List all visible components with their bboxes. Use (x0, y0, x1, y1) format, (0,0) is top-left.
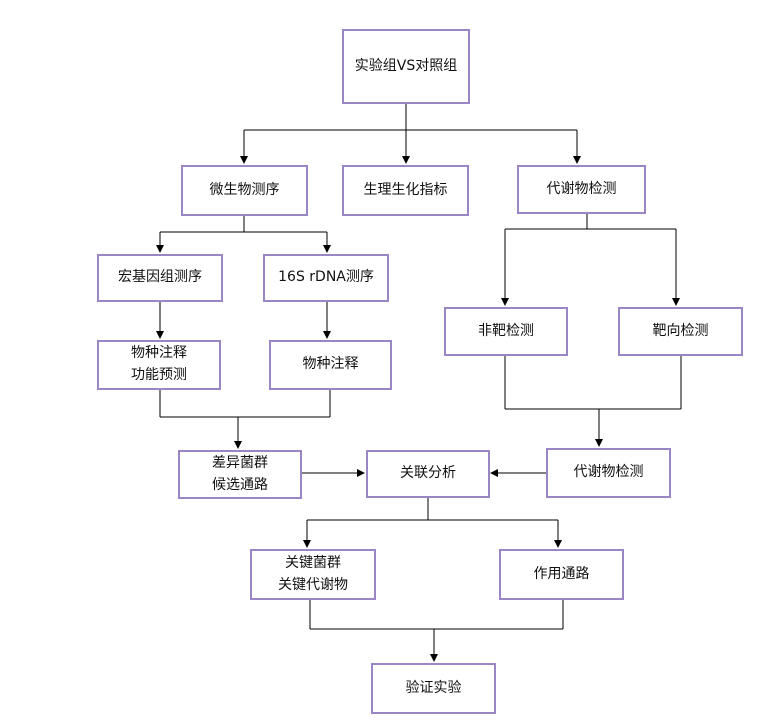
node-metab-mid-label: 代谢物检测 (573, 464, 644, 481)
node-physio: 生理生化指标 (342, 165, 469, 216)
node-untargeted: 非靶检测 (444, 307, 568, 356)
node-metab-top-label: 代谢物检测 (546, 180, 617, 197)
node-annot-func-line2: 功能预测 (131, 367, 187, 383)
node-metagenome: 宏基因组测序 (97, 254, 223, 302)
node-rdna-label: 16S rDNA测序 (278, 269, 374, 286)
node-annot-func-line1: 物种注释 (131, 345, 187, 362)
node-rdna: 16S rDNA测序 (263, 254, 389, 302)
node-assoc-label: 关联分析 (400, 465, 456, 482)
node-annot-label: 物种注释 (302, 356, 359, 373)
node-key-line2: 关键代谢物 (278, 576, 348, 593)
node-verify: 验证实验 (371, 663, 496, 714)
node-metagenome-label: 宏基因组测序 (118, 269, 202, 286)
node-pathway: 作用通路 (499, 549, 624, 600)
node-metab-mid: 代谢物检测 (546, 448, 671, 498)
node-diff: 差异菌群 候选通路 (178, 450, 302, 499)
node-annot: 物种注释 (269, 340, 392, 390)
node-annot-func: 物种注释 功能预测 (97, 340, 221, 390)
node-key: 关键菌群 关键代谢物 (250, 549, 376, 600)
node-diff-line1: 差异菌群 (212, 454, 268, 471)
node-root-label: 实验组VS对照组 (354, 57, 458, 74)
node-root: 实验组VS对照组 (342, 29, 470, 104)
node-physio-label: 生理生化指标 (363, 181, 448, 198)
node-verify-label: 验证实验 (405, 679, 462, 696)
node-diff-line2: 候选通路 (212, 476, 268, 493)
node-key-line1: 关键菌群 (285, 554, 341, 571)
node-targeted-label: 靶向检测 (652, 322, 709, 339)
node-metab-top: 代谢物检测 (517, 165, 646, 214)
node-pathway-label: 作用通路 (533, 565, 590, 582)
node-untargeted-label: 非靶检测 (478, 322, 534, 339)
node-microbe-seq-label: 微生物测序 (209, 181, 280, 198)
node-microbe-seq: 微生物测序 (181, 165, 308, 216)
node-targeted: 靶向检测 (618, 307, 743, 356)
node-assoc: 关联分析 (366, 450, 490, 498)
